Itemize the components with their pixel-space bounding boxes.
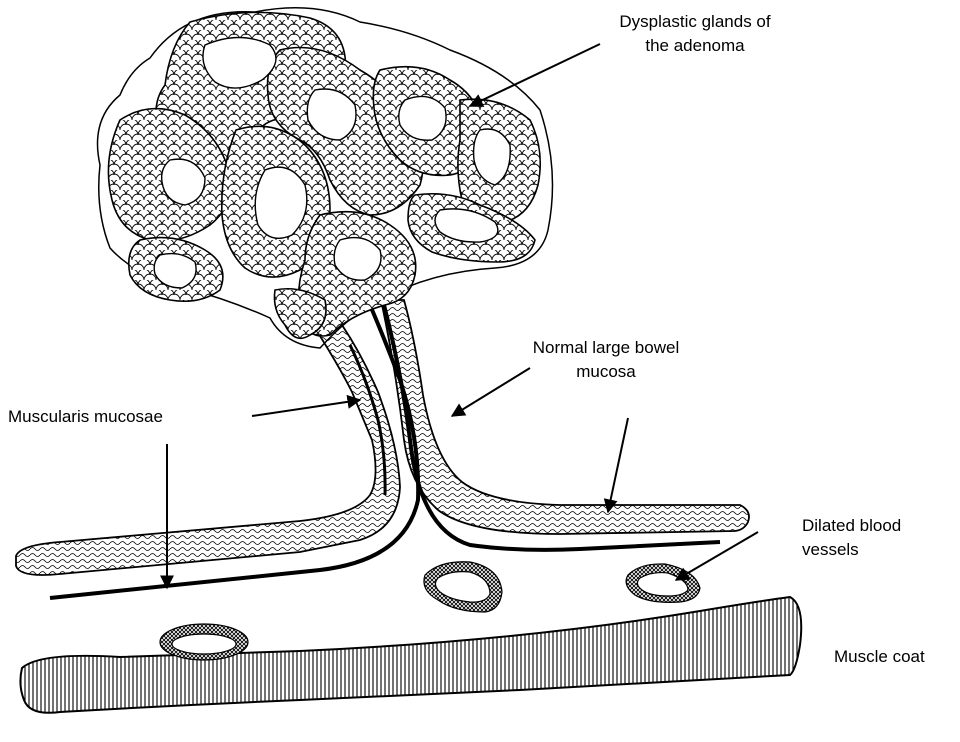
label-muscularis-mucosae: Muscularis mucosae [8, 405, 163, 429]
arrow-mucosa-limb [608, 418, 628, 512]
arrow-vessels [676, 532, 758, 580]
arrow-dysplastic [470, 44, 600, 106]
label-dysplastic-line1: Dysplastic glands of [600, 10, 790, 34]
mucosa-left [16, 325, 400, 575]
label-vessels-line1: Dilated blood [802, 514, 901, 538]
muscle-coat [20, 597, 801, 713]
label-muscle-coat: Muscle coat [834, 645, 925, 669]
label-dysplastic-line2: the adenoma [600, 34, 790, 58]
label-normal-mucosa: Normal large bowel mucosa [516, 336, 696, 384]
label-dilated-vessels: Dilated blood vessels [802, 514, 901, 562]
label-mucosa-line1: Normal large bowel [516, 336, 696, 360]
label-dysplastic-glands: Dysplastic glands of the adenoma [600, 10, 790, 58]
arrow-muscularis-stalk [252, 400, 360, 416]
label-vessels-line2: vessels [802, 538, 901, 562]
label-mucosa-line2: mucosa [516, 360, 696, 384]
